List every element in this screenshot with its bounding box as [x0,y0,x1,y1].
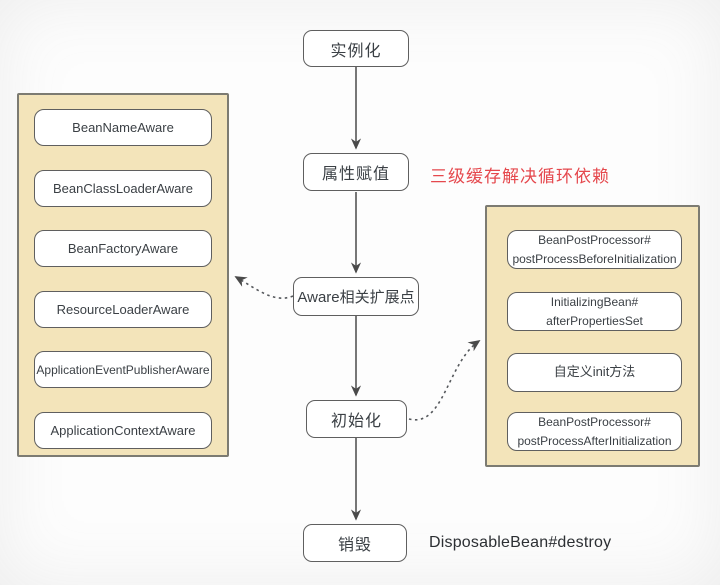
init-item-post-process-after: BeanPostProcessor# postProcessAfterIniti… [507,412,682,451]
aware-item-bean-classloader: BeanClassLoaderAware [34,170,212,207]
node-populate-properties: 属性赋值 [303,153,409,191]
node-aware-extension: Aware相关扩展点 [293,277,419,316]
init-item-post-process-before: BeanPostProcessor# postProcessBeforeInit… [507,230,682,269]
aware-item-event-publisher: ApplicationEventPublisherAware [34,351,212,388]
init-callbacks-panel: BeanPostProcessor# postProcessBeforeInit… [485,205,700,467]
callback-owner: BeanPostProcessor# [538,232,651,247]
circular-dependency-note: 三级缓存解决循环依赖 [430,167,610,186]
init-item-custom-init-method: 自定义init方法 [507,353,682,392]
aware-item-bean-name: BeanNameAware [34,109,212,146]
aware-item-bean-factory: BeanFactoryAware [34,230,212,267]
aware-interfaces-panel: BeanNameAware BeanClassLoaderAware BeanF… [17,93,229,457]
aware-item-resource-loader: ResourceLoaderAware [34,291,212,328]
callback-method: postProcessAfterInitialization [517,433,672,448]
callback-owner: InitializingBean# [550,294,639,309]
node-instantiate: 实例化 [303,30,409,67]
callback-method: afterPropertiesSet [546,313,643,328]
callback-owner: BeanPostProcessor# [538,414,651,429]
callback-owner: 自定义init方法 [553,364,636,380]
destroy-method-note: DisposableBean#destroy [429,534,612,551]
node-destroy: 销毁 [303,524,407,562]
aware-item-application-context: ApplicationContextAware [34,412,212,449]
node-initialize: 初始化 [306,400,407,438]
callback-method: postProcessBeforeInitialization [512,251,677,266]
init-item-after-properties-set: InitializingBean# afterPropertiesSet [507,292,682,331]
aware-to-left-panel-dashed-arrow [234,276,294,299]
init-to-right-panel-dashed-arrow [408,339,481,421]
